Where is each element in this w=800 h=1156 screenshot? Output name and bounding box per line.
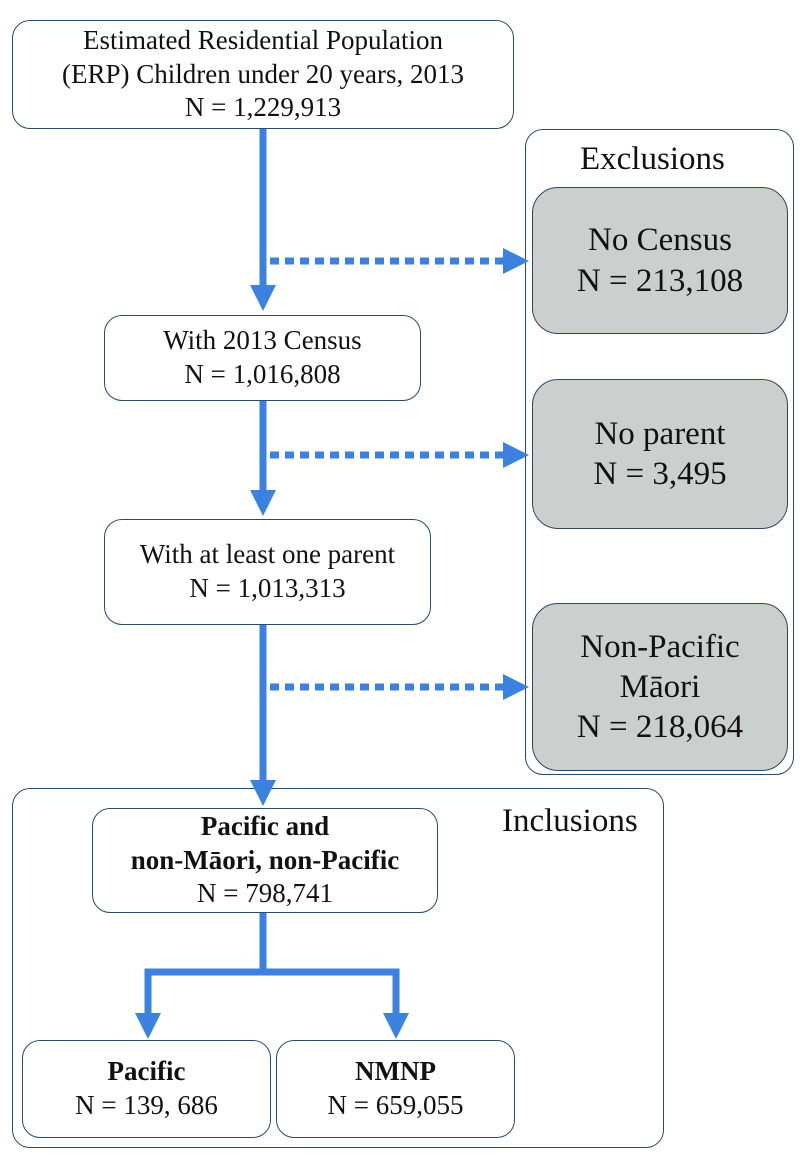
with-census-count: N = 1,016,808 [184, 359, 341, 389]
erp-title-line2: (ERP) Children under 20 years, 2013 [62, 58, 464, 89]
with-census-label: With 2013 Census [163, 325, 362, 356]
nmnp-count: N = 659,055 [327, 1090, 464, 1120]
non-pacific-maori-line1: Non-Pacific [580, 628, 740, 665]
pacific-box: Pacific N = 139, 686 [22, 1040, 271, 1138]
with-parent-box: With at least one parent N = 1,013,313 [104, 519, 431, 625]
no-parent-label: No parent [594, 415, 726, 452]
pacific-nmnp-line2: non-Māori, non-Pacific [130, 844, 400, 875]
with-parent-label: With at least one parent [139, 539, 396, 570]
non-pacific-maori-line2: Māori [619, 668, 701, 705]
split-connector [135, 913, 267, 1039]
with-parent-count: N = 1,013,313 [189, 573, 346, 603]
with-census-box: With 2013 Census N = 1,016,808 [104, 315, 421, 401]
pacific-count: N = 139, 686 [75, 1090, 218, 1120]
nmnp-box: NMNP N = 659,055 [276, 1040, 515, 1138]
non-pacific-maori-box: Non-Pacific Māori N = 218,064 [532, 603, 788, 771]
pacific-label: Pacific [107, 1056, 186, 1087]
inclusions-group [12, 788, 664, 1148]
erp-title-line1: Estimated Residential Population [83, 24, 443, 55]
no-parent-box: No parent N = 3,495 [532, 379, 788, 529]
pacific-nmnp-count: N = 798,741 [197, 878, 333, 909]
pacific-nmnp-box: Pacific and non-Māori, non-Pacific N = 7… [92, 808, 438, 913]
no-parent-count: N = 3,495 [593, 456, 727, 492]
non-pacific-maori-count: N = 218,064 [576, 709, 744, 746]
no-census-count: N = 213,108 [576, 262, 744, 299]
inclusions-title: Inclusions [502, 803, 638, 839]
no-census-box: No Census N = 213,108 [532, 187, 788, 334]
split-connector-right [263, 968, 409, 1039]
nmnp-label: NMNP [355, 1056, 436, 1087]
erp-box: Estimated Residential Population (ERP) C… [12, 20, 514, 129]
no-census-label: No Census [588, 222, 732, 259]
exclusions-title: Exclusions [580, 141, 725, 177]
erp-count: N = 1,229,913 [184, 92, 342, 123]
pacific-nmnp-line1: Pacific and [200, 810, 330, 841]
